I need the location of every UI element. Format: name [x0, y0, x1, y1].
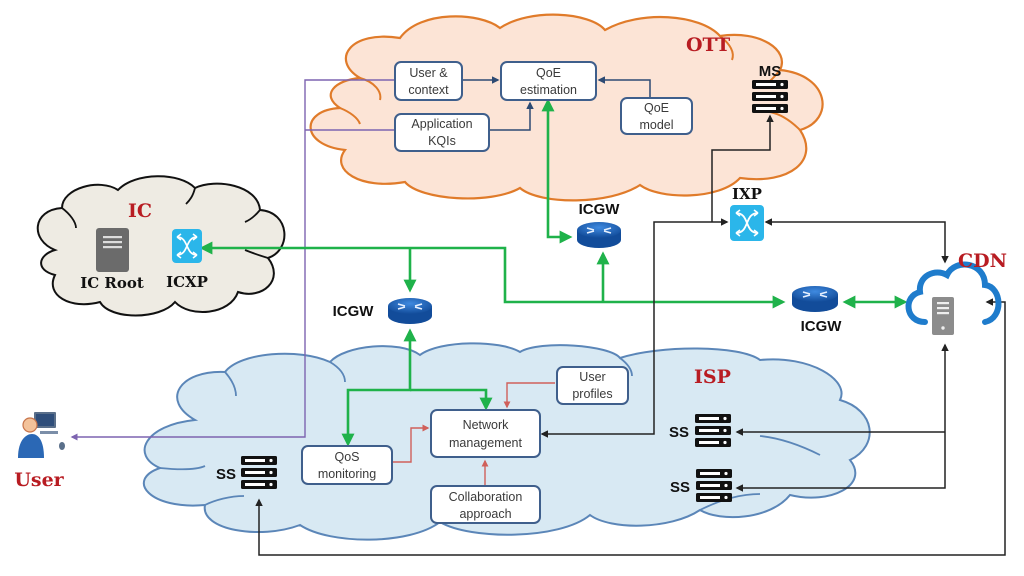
svg-text:estimation: estimation	[520, 83, 577, 97]
svg-text:User: User	[579, 370, 605, 384]
ss-left-server-icon[interactable]	[241, 456, 277, 489]
ott-cloud	[309, 13, 824, 202]
ixp-label: IXP	[732, 185, 762, 203]
box-user-profiles[interactable]: User profiles	[556, 366, 629, 405]
ic-root-label: IC Root	[80, 274, 144, 292]
cdn-cloud-icon[interactable]	[905, 261, 1002, 335]
icxp-label: ICXP	[166, 273, 208, 291]
svg-text:monitoring: monitoring	[318, 467, 376, 481]
ic-cloud	[36, 175, 286, 317]
ms-label: MS	[759, 63, 782, 80]
ms-server-icon[interactable]	[752, 80, 788, 113]
svg-text:User &: User &	[409, 66, 448, 80]
box-qoe-model[interactable]: QoE model	[620, 97, 693, 135]
ss-right-bottom-server-icon[interactable]	[696, 469, 732, 502]
svg-text:Application: Application	[411, 117, 472, 131]
icgw-left-label: ICGW	[333, 303, 375, 320]
box-qoe-estimation[interactable]: QoE estimation	[500, 61, 597, 101]
icgw-right-label: ICGW	[801, 318, 843, 335]
svg-text:context: context	[408, 83, 449, 97]
svg-text:profiles: profiles	[572, 387, 612, 401]
isp-links	[393, 382, 555, 485]
box-collaboration-approach[interactable]: Collaboration approach	[430, 485, 541, 524]
icgw-ott-label: ICGW	[579, 201, 621, 218]
ss-left-label: SS	[216, 466, 236, 483]
box-network-management[interactable]: Network management	[430, 409, 541, 458]
box-user-context[interactable]: User & context	[394, 61, 463, 101]
svg-text:Network: Network	[463, 418, 510, 432]
icxp-switch-icon[interactable]	[172, 229, 202, 263]
icgw-left-router-icon[interactable]	[388, 298, 432, 324]
cdn-label: CDN	[958, 250, 1007, 272]
ic-label: IC	[128, 200, 152, 222]
user-computer-icon[interactable]	[18, 412, 65, 458]
ss-right-top-server-icon[interactable]	[695, 414, 731, 447]
ott-links	[462, 76, 651, 131]
svg-text:QoS: QoS	[334, 450, 359, 464]
ixp-switch-icon[interactable]	[730, 205, 764, 241]
ott-label: OTT	[686, 34, 730, 56]
box-qos-monitoring[interactable]: QoS monitoring	[301, 445, 393, 485]
icgw-right-router-icon[interactable]	[792, 286, 838, 312]
svg-text:QoE: QoE	[536, 66, 561, 80]
svg-text:approach: approach	[459, 507, 511, 521]
ic-root-server-icon[interactable]	[96, 228, 129, 272]
svg-text:model: model	[639, 118, 673, 132]
ss-right-bottom-label: SS	[670, 479, 690, 496]
icgw-ott-router-icon[interactable]	[577, 222, 621, 248]
svg-text:management: management	[449, 436, 522, 450]
svg-text:QoE: QoE	[644, 101, 669, 115]
user-label: User	[14, 469, 64, 491]
isp-label: ISP	[694, 366, 731, 388]
svg-text:KQIs: KQIs	[428, 134, 456, 148]
ss-right-top-label: SS	[669, 424, 689, 441]
svg-text:Collaboration: Collaboration	[449, 490, 523, 504]
box-application-kqis[interactable]: Application KQIs	[394, 113, 490, 152]
